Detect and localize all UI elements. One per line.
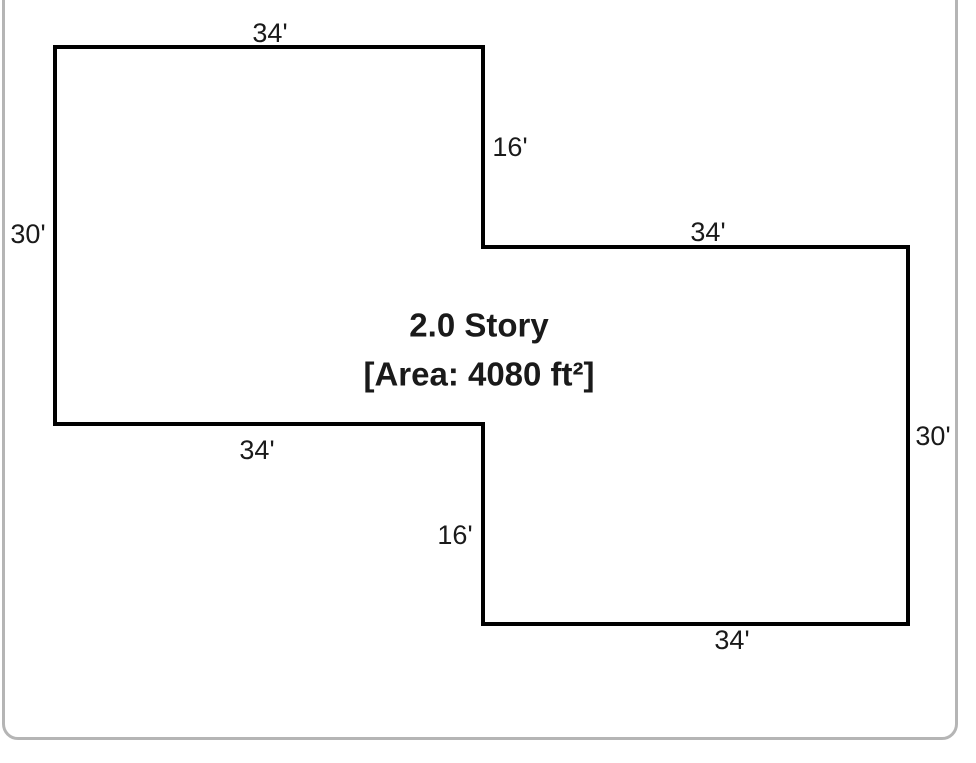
dimension-lower-step: 16' — [437, 520, 472, 550]
story-label: 2.0 Story — [409, 307, 549, 344]
dimension-upper-step: 16' — [492, 132, 527, 162]
dimension-right: 30' — [915, 421, 950, 451]
dimension-middle: 34' — [690, 217, 725, 247]
dimension-left: 30' — [10, 219, 45, 249]
dimension-lower-left: 34' — [239, 435, 274, 465]
area-label: [Area: 4080 ft²] — [363, 356, 594, 393]
building-outline — [53, 45, 910, 626]
dimension-bottom: 34' — [714, 625, 749, 655]
dimension-top: 34' — [252, 18, 287, 48]
